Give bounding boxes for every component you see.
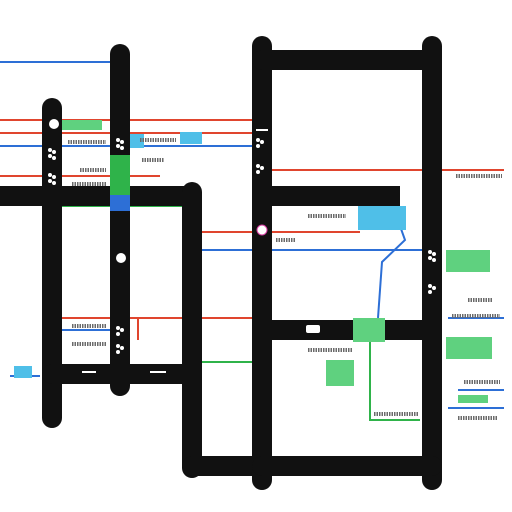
track-marks <box>82 129 268 373</box>
blue-block-left <box>14 366 32 378</box>
green-block-lower-right <box>446 337 492 359</box>
glyph-cluster-icon <box>116 344 124 354</box>
station-dot-icon[interactable] <box>116 253 126 263</box>
station-dot-icon[interactable] <box>256 224 268 236</box>
glyph-cluster-icon <box>186 148 194 160</box>
cyan-block-top <box>130 134 144 148</box>
glyph-cluster-icon <box>428 250 436 262</box>
glyph-cluster-icon <box>256 164 264 174</box>
glyph-cluster-icon <box>48 173 56 185</box>
blue-block-column <box>110 195 130 211</box>
cyan-block-top-2 <box>180 132 202 144</box>
glyph-cluster-icon <box>428 284 436 294</box>
glyph-cluster-icon <box>256 138 264 148</box>
label-placeholders <box>68 138 502 420</box>
cyan-block-mid <box>358 206 406 230</box>
green-block-right <box>446 250 490 272</box>
station-dot-icon[interactable] <box>49 119 59 129</box>
glyph-cluster-icon <box>116 326 124 336</box>
glyph-cluster-icon <box>48 148 56 160</box>
glyph-cluster-icon <box>116 138 124 150</box>
glyph-clusters <box>48 138 436 354</box>
green-block-bottom-right <box>458 395 488 403</box>
blocks <box>14 120 492 403</box>
green-line-bend <box>369 330 420 421</box>
stations <box>49 119 320 333</box>
tracks <box>0 36 442 490</box>
green-block-lower-center <box>326 360 354 386</box>
blue-line-bend <box>377 225 407 319</box>
green-block-junction <box>353 318 385 342</box>
green-block-small <box>62 120 102 130</box>
station-block-icon[interactable] <box>306 325 320 333</box>
green-block-column <box>110 155 130 197</box>
